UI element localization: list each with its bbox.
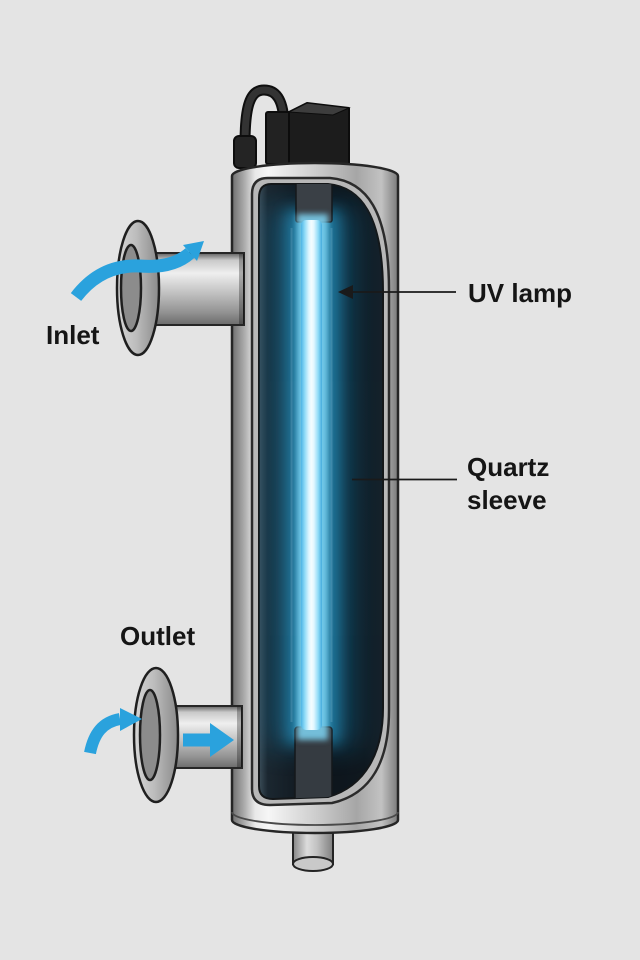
lamp-connector-box-top — [287, 102, 351, 116]
outlet-label: Outlet — [120, 621, 196, 651]
inlet-flange-hole — [119, 243, 143, 333]
inlet-port — [115, 219, 245, 357]
uv-lamp-pointer-arrowhead-icon — [338, 285, 353, 299]
bottom-cap-seam — [231, 811, 399, 826]
outlet-flange-hole — [138, 688, 162, 782]
inlet-flow-arrow-icon — [70, 247, 195, 302]
outlet-flow-curved-arrow-icon — [84, 713, 122, 755]
quartz-sleeve-label: Quartz sleeve — [467, 452, 550, 515]
outlet-flow-curved-arrowhead-icon — [120, 708, 142, 731]
flow-arrows — [70, 241, 234, 757]
outlet-port — [132, 666, 243, 804]
outlet-flow-straight-arrowhead-icon — [210, 723, 234, 757]
inlet-flow-arrowhead-icon — [183, 241, 204, 261]
power-cable-core — [241, 86, 288, 148]
pointer-lines — [338, 285, 457, 481]
cable-boot — [265, 111, 291, 165]
power-cable-assembly — [233, 84, 351, 169]
chamber-interior — [266, 184, 358, 799]
inlet-label: Inlet — [46, 320, 100, 350]
uv-lamp-label: UV lamp — [468, 278, 573, 308]
uv-lamp-tube — [301, 220, 322, 730]
cable-plug — [233, 135, 257, 169]
